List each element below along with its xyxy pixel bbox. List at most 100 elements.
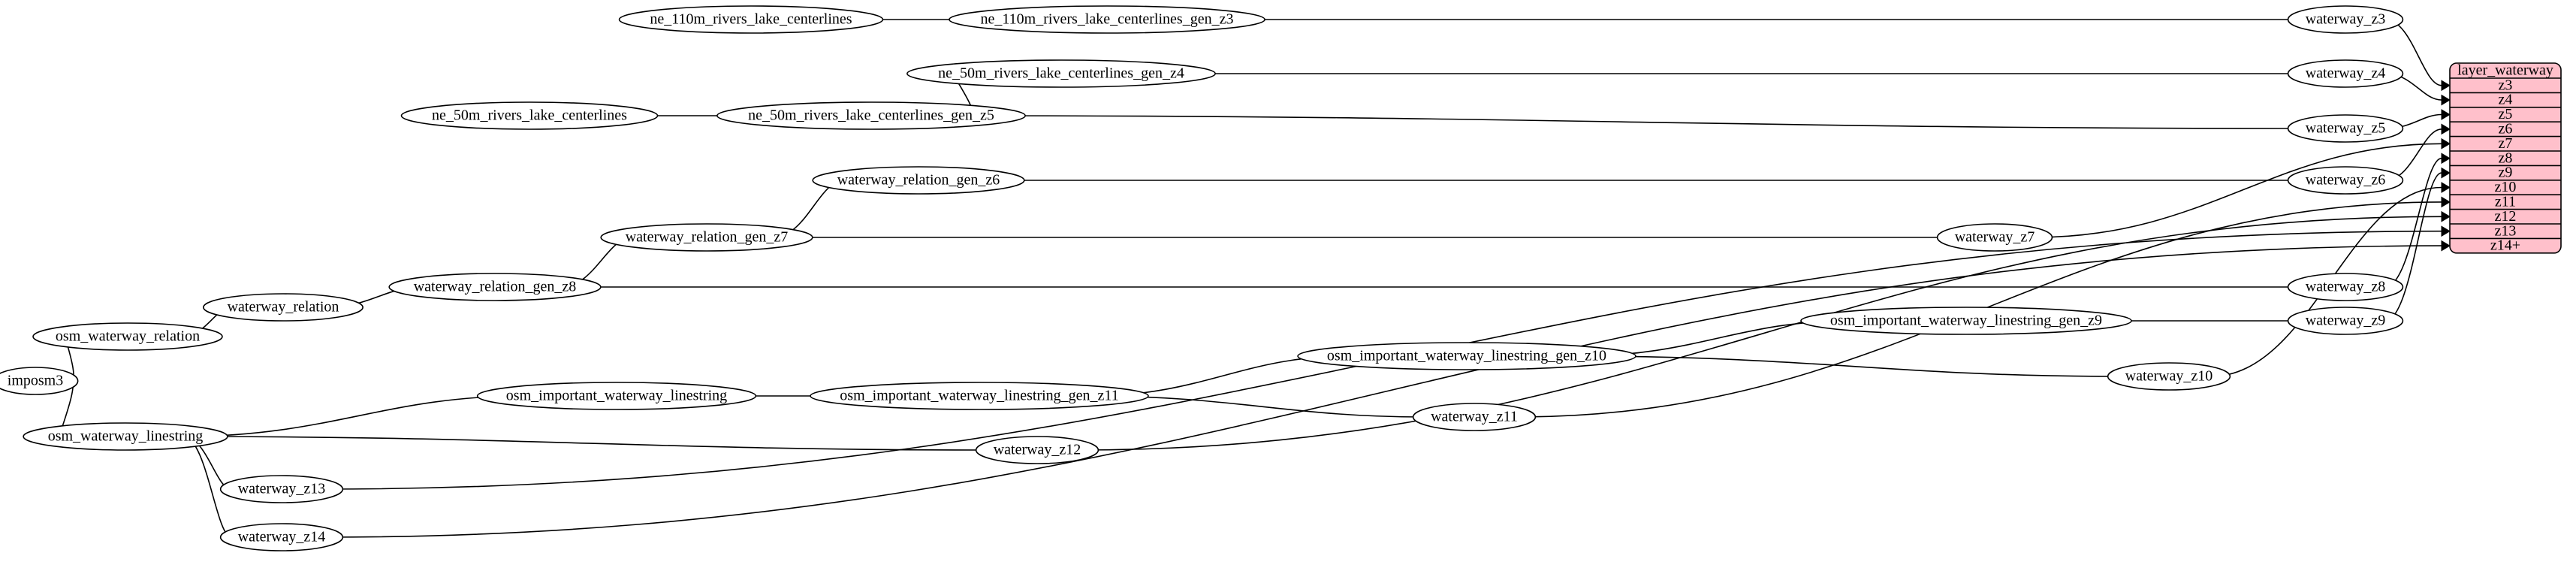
node-waterway_z8[interactable]: waterway_z8	[2287, 273, 2404, 301]
node-shape[interactable]	[1412, 403, 1537, 431]
node-osm_important_waterway_linestring_gen_z10[interactable]: osm_important_waterway_linestring_gen_z1…	[1297, 342, 1636, 370]
node-waterway_z11[interactable]: waterway_z11	[1412, 403, 1537, 431]
node-shape[interactable]	[2287, 114, 2404, 143]
edge-waterway_z14-to-table-z14+	[323, 245, 2442, 538]
node-osm_waterway_relation[interactable]: osm_waterway_relation	[32, 322, 223, 351]
node-label: waterway_z4	[2306, 65, 2386, 82]
table-row-z7[interactable]: z7	[2499, 135, 2513, 152]
layer-waterway-table-header: layer_waterway	[2457, 62, 2553, 79]
table-row-z5[interactable]: z5	[2499, 106, 2513, 122]
edge-waterway_z7-to-table-z7	[2034, 143, 2442, 238]
table-row-z13[interactable]: z13	[2495, 222, 2517, 239]
node-waterway_z13[interactable]: waterway_z13	[219, 475, 344, 503]
node-label: waterway_z7	[1955, 229, 2035, 246]
node-shape[interactable]	[975, 436, 1099, 464]
node-shape[interactable]	[388, 273, 602, 301]
node-label: osm_waterway_relation	[56, 328, 200, 345]
node-shape[interactable]	[0, 367, 79, 395]
node-shape[interactable]	[618, 5, 884, 34]
node-shape[interactable]	[23, 422, 228, 451]
arrowhead-icon	[2441, 109, 2451, 120]
arrowhead-icon	[2441, 80, 2451, 92]
node-osm_important_waterway_linestring_gen_z9[interactable]: osm_important_waterway_linestring_gen_z9	[1800, 307, 2132, 335]
node-shape[interactable]	[812, 166, 1025, 195]
node-shape[interactable]	[1800, 307, 2132, 335]
node-label: waterway_z9	[2306, 313, 2386, 329]
table-row-z14plus[interactable]: z14+	[2490, 237, 2520, 254]
node-shape[interactable]	[219, 475, 344, 503]
node-waterway_relation_gen_z8[interactable]: waterway_relation_gen_z8	[388, 273, 602, 301]
node-shape[interactable]	[716, 101, 1026, 130]
table-row-z9[interactable]: z9	[2499, 165, 2513, 181]
edge-waterway_z12-to-table-z12	[1078, 216, 2442, 451]
node-osm_important_waterway_linestring[interactable]: osm_important_waterway_linestring	[476, 382, 757, 410]
node-label: osm_important_waterway_linestring	[506, 388, 727, 404]
node-shape[interactable]	[2287, 166, 2404, 195]
node-ne_110m_rivers_lake_centerlines_gen_z3[interactable]: ne_110m_rivers_lake_centerlines_gen_z3	[949, 5, 1265, 34]
node-shape[interactable]	[2287, 273, 2404, 301]
node-label: ne_50m_rivers_lake_centerlines_gen_z4	[938, 65, 1184, 82]
node-waterway_z9[interactable]: waterway_z9	[2287, 307, 2404, 335]
node-ne_50m_rivers_lake_centerlines_gen_z4[interactable]: ne_50m_rivers_lake_centerlines_gen_z4	[906, 59, 1216, 88]
node-label: waterway_z3	[2306, 11, 2386, 28]
table-row-z12[interactable]: z12	[2495, 208, 2517, 225]
node-waterway_z5[interactable]: waterway_z5	[2287, 114, 2404, 143]
node-waterway_z6[interactable]: waterway_z6	[2287, 166, 2404, 195]
table-row-z11[interactable]: z11	[2495, 193, 2516, 210]
node-shape[interactable]	[219, 523, 344, 551]
node-waterway_z14[interactable]: waterway_z14	[219, 523, 344, 551]
node-waterway_z3[interactable]: waterway_z3	[2287, 5, 2404, 34]
node-waterway_z7[interactable]: waterway_z7	[1936, 223, 2053, 252]
node-label: waterway_z11	[1431, 409, 1518, 425]
node-shape[interactable]	[1297, 342, 1636, 370]
node-label: waterway_z5	[2306, 120, 2386, 137]
node-shape[interactable]	[1936, 223, 2053, 252]
node-ne_50m_rivers_lake_centerlines[interactable]: ne_50m_rivers_lake_centerlines	[400, 101, 659, 130]
node-shape[interactable]	[949, 5, 1265, 34]
node-label: waterway_relation_gen_z7	[626, 229, 789, 246]
node-shape[interactable]	[906, 59, 1216, 88]
table-row-z4[interactable]: z4	[2499, 92, 2513, 108]
table-row-z3[interactable]: z3	[2499, 77, 2513, 93]
node-waterway_z10[interactable]: waterway_z10	[2107, 362, 2231, 391]
table-row-z6[interactable]: z6	[2499, 120, 2513, 137]
node-imposm3[interactable]: imposm3	[0, 367, 79, 395]
node-ne_50m_rivers_lake_centerlines_gen_z5[interactable]: ne_50m_rivers_lake_centerlines_gen_z5	[716, 101, 1026, 130]
node-label: imposm3	[8, 373, 63, 389]
table-row-z10[interactable]: z10	[2495, 179, 2517, 195]
node-label: waterway_z12	[994, 442, 1081, 458]
node-waterway_relation_gen_z6[interactable]: waterway_relation_gen_z6	[812, 166, 1025, 195]
node-shape[interactable]	[2287, 59, 2404, 88]
node-waterway_relation_gen_z7[interactable]: waterway_relation_gen_z7	[600, 223, 813, 252]
node-shape[interactable]	[2287, 307, 2404, 335]
node-shape[interactable]	[2107, 362, 2231, 391]
node-shape[interactable]	[600, 223, 813, 252]
arrowhead-icon	[2441, 123, 2451, 135]
arrowhead-icon	[2441, 182, 2451, 193]
node-shape[interactable]	[32, 322, 223, 351]
node-waterway_z12[interactable]: waterway_z12	[975, 436, 1099, 464]
node-shape[interactable]	[2287, 5, 2404, 34]
node-shape[interactable]	[400, 101, 659, 130]
node-label: ne_50m_rivers_lake_centerlines	[432, 107, 627, 124]
node-osm_important_waterway_linestring_gen_z11[interactable]: osm_important_waterway_linestring_gen_z1…	[810, 382, 1149, 410]
node-waterway_z4[interactable]: waterway_z4	[2287, 59, 2404, 88]
node-label: osm_important_waterway_linestring_gen_z1…	[1327, 348, 1606, 364]
edge-osm_waterway_linestring-to-waterway_z12	[182, 436, 988, 451]
node-shape[interactable]	[476, 382, 757, 410]
node-label: ne_50m_rivers_lake_centerlines_gen_z5	[748, 107, 994, 124]
node-label: osm_important_waterway_linestring_gen_z1…	[840, 388, 1118, 404]
edge-osm_important_waterway_linestring_gen_z10-to-waterway_z10	[1578, 355, 2119, 377]
table-row-z8[interactable]: z8	[2499, 150, 2513, 166]
node-shape[interactable]	[810, 382, 1149, 410]
layer-waterway-table: layer_waterwayz3z4z5z6z7z8z9z10z11z12z13…	[2449, 62, 2562, 254]
node-osm_waterway_linestring[interactable]: osm_waterway_linestring	[23, 422, 228, 451]
node-label: waterway_z6	[2306, 172, 2386, 189]
node-label: waterway_relation_gen_z8	[414, 279, 577, 295]
node-shape[interactable]	[203, 293, 363, 322]
node-label: osm_important_waterway_linestring_gen_z9	[1830, 313, 2102, 329]
node-waterway_relation[interactable]: waterway_relation	[203, 293, 363, 322]
node-ne_110m_rivers_lake_centerlines[interactable]: ne_110m_rivers_lake_centerlines	[618, 5, 884, 34]
arrowhead-icon	[2441, 210, 2451, 222]
